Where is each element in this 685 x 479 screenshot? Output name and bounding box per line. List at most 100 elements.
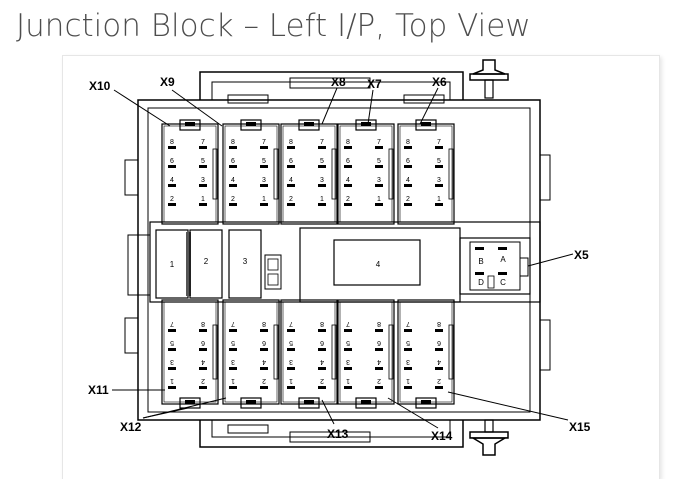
pin-terminal xyxy=(229,184,237,187)
pin-label: 6 xyxy=(262,339,266,346)
pin-terminal xyxy=(287,203,295,206)
label-x9: X9 xyxy=(160,75,175,89)
pin-terminal xyxy=(168,203,176,206)
pin-terminal xyxy=(404,184,412,187)
pin-label: 1 xyxy=(437,196,441,203)
leader-x8 xyxy=(321,87,338,125)
label-x13: X13 xyxy=(327,427,349,441)
pin-label: 2 xyxy=(231,196,235,203)
pin-label: 3 xyxy=(289,358,293,365)
pin-terminal xyxy=(435,165,443,168)
pin-label: 8 xyxy=(346,139,350,146)
label-x7: X7 xyxy=(367,77,382,91)
pin-terminal xyxy=(287,146,295,149)
label-x5: X5 xyxy=(574,248,589,262)
housing-inner xyxy=(147,107,531,413)
pin-terminal xyxy=(404,348,412,351)
pin-label: 4 xyxy=(262,358,266,365)
pin-label: 1 xyxy=(289,377,293,384)
pin-terminal xyxy=(260,329,268,332)
pin-label: 4 xyxy=(377,358,381,365)
pin-label: 4 xyxy=(231,177,235,184)
pin-label: 5 xyxy=(231,339,235,346)
pin-label: 7 xyxy=(262,139,266,146)
leader-x14 xyxy=(387,397,439,429)
pin-terminal xyxy=(404,329,412,332)
top-slot-right xyxy=(403,94,445,104)
block-3 xyxy=(228,229,262,299)
pin-label: 5 xyxy=(289,339,293,346)
x5-pin-a: A xyxy=(500,255,506,264)
pin-terminal xyxy=(344,329,352,332)
pin-label: 1 xyxy=(201,196,205,203)
pin-terminal xyxy=(435,367,443,370)
pin-terminal xyxy=(404,386,412,389)
right-clip-bottom xyxy=(539,319,551,371)
label-x12: X12 xyxy=(120,420,142,434)
pin-terminal xyxy=(229,367,237,370)
pin-terminal xyxy=(229,165,237,168)
pin-terminal xyxy=(375,348,383,351)
pin-terminal xyxy=(287,165,295,168)
small-fuse xyxy=(264,254,282,290)
pin-terminal xyxy=(344,386,352,389)
pin-terminal xyxy=(168,386,176,389)
pin-label: 3 xyxy=(346,358,350,365)
pin-terminal xyxy=(199,348,207,351)
pin-terminal xyxy=(260,165,268,168)
pin-label: 1 xyxy=(377,196,381,203)
pin-terminal xyxy=(318,329,326,332)
pin-label: 2 xyxy=(437,377,441,384)
right-clip-top xyxy=(539,154,551,201)
pin-label: 4 xyxy=(437,358,441,365)
pin-label: 6 xyxy=(377,339,381,346)
pin-label: 8 xyxy=(201,320,205,327)
pin-terminal xyxy=(435,184,443,187)
label-x15: X15 xyxy=(569,420,591,434)
pin-label: 8 xyxy=(406,139,410,146)
pin-terminal xyxy=(229,203,237,206)
pin-label: 8 xyxy=(289,139,293,146)
pin-terminal xyxy=(435,386,443,389)
pin-terminal xyxy=(168,165,176,168)
pin-terminal xyxy=(375,386,383,389)
pin-label: 6 xyxy=(346,158,350,165)
leader-x9 xyxy=(171,89,223,127)
label-x8: X8 xyxy=(331,75,346,89)
pin-label: 5 xyxy=(262,158,266,165)
housing-outline xyxy=(137,99,541,421)
label-x11: X11 xyxy=(88,383,109,397)
pin-label: 2 xyxy=(320,377,324,384)
left-clip-bottom xyxy=(124,317,139,354)
pin-terminal xyxy=(404,203,412,206)
pin-label: 6 xyxy=(201,339,205,346)
pin-terminal xyxy=(375,329,383,332)
block-1-label: 1 xyxy=(170,260,175,269)
left-side-block xyxy=(127,234,151,296)
leader-x15 xyxy=(447,391,569,421)
pin-label: 1 xyxy=(406,377,410,384)
pin-label: 8 xyxy=(437,320,441,327)
pin-label: 3 xyxy=(262,177,266,184)
pin-label: 8 xyxy=(377,320,381,327)
leader-x6 xyxy=(419,87,439,125)
pin-label: 7 xyxy=(320,139,324,146)
pin-terminal xyxy=(260,386,268,389)
pin-terminal xyxy=(287,348,295,351)
pin-terminal xyxy=(229,329,237,332)
pin-label: 3 xyxy=(320,177,324,184)
pin-label: 3 xyxy=(437,177,441,184)
pin-label: 6 xyxy=(170,158,174,165)
pin-terminal xyxy=(344,165,352,168)
pin-terminal xyxy=(375,367,383,370)
x5-pin-d: D xyxy=(478,278,484,287)
pin-label: 8 xyxy=(231,139,235,146)
pin-terminal xyxy=(318,203,326,206)
